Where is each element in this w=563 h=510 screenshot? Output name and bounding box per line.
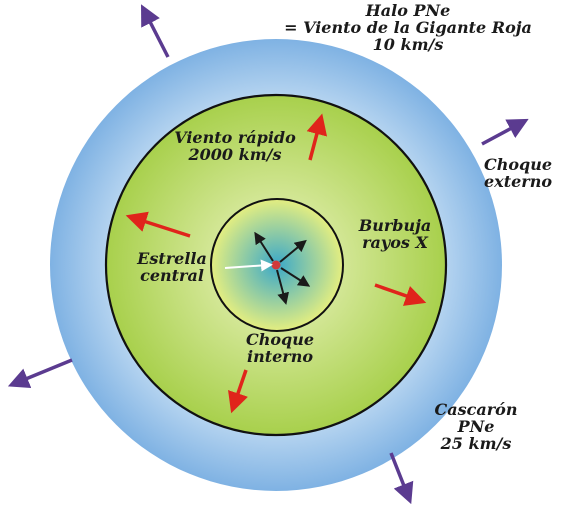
halo-label-line3: 10 km/s	[372, 34, 444, 54]
shell-label-line2: PNe	[457, 416, 495, 436]
outer-shock-label-line1: Choque	[483, 155, 553, 174]
outer-shock-label: Choque externo	[478, 155, 558, 191]
star-icon	[271, 260, 281, 270]
red-arrows	[125, 113, 427, 414]
xray-bubble-label: Burbuja rayos X	[350, 216, 440, 252]
xray-bubble-label-line2: rayos X	[362, 232, 428, 252]
halo-label: Halo PNe = Viento de la Gigante Roja 10 …	[272, 1, 544, 54]
inner-shock-label: Choque interno	[240, 330, 320, 366]
central-star-label-line1: Estrella	[137, 249, 207, 268]
red-arrow-icon	[228, 369, 248, 414]
inner-wind-arrows	[254, 231, 311, 305]
shell-label: Cascarón PNe 25 km/s	[426, 400, 526, 453]
purple-arrow-icon	[481, 118, 529, 146]
black-arrow-icon	[279, 239, 307, 263]
shell-label-line1: Cascarón	[434, 400, 518, 419]
black-arrow-icon	[280, 267, 311, 287]
black-arrow-icon	[254, 231, 274, 262]
star-pointer-arrow	[224, 259, 273, 272]
fast-wind-label-line2: 2000 km/s	[188, 144, 282, 164]
fast-wind-label: Viento rápido 2000 km/s	[168, 128, 302, 164]
red-arrow-icon	[125, 211, 191, 238]
central-star-label-line2: central	[140, 265, 204, 285]
fast-wind-label-line1: Viento rápido	[174, 128, 296, 147]
purple-arrow-icon	[141, 4, 170, 58]
red-arrow-icon	[306, 113, 328, 161]
shell-label-line3: 25 km/s	[440, 433, 512, 453]
black-arrow-icon	[276, 269, 289, 305]
inner-shock-label-line2: interno	[246, 346, 313, 366]
purple-arrows	[7, 4, 529, 505]
central-star-label: Estrella central	[122, 249, 222, 285]
halo-label-line2: = Viento de la Gigante Roja	[284, 17, 532, 37]
purple-arrow-icon	[389, 452, 414, 505]
red-arrow-icon	[374, 283, 427, 306]
xray-bubble-label-line1: Burbuja	[358, 216, 432, 235]
purple-arrow-icon	[7, 358, 73, 389]
outer-shock-label-line2: externo	[483, 171, 553, 191]
inner-shock-label-line1: Choque	[245, 330, 315, 349]
halo-label-line1: Halo PNe	[365, 1, 451, 20]
